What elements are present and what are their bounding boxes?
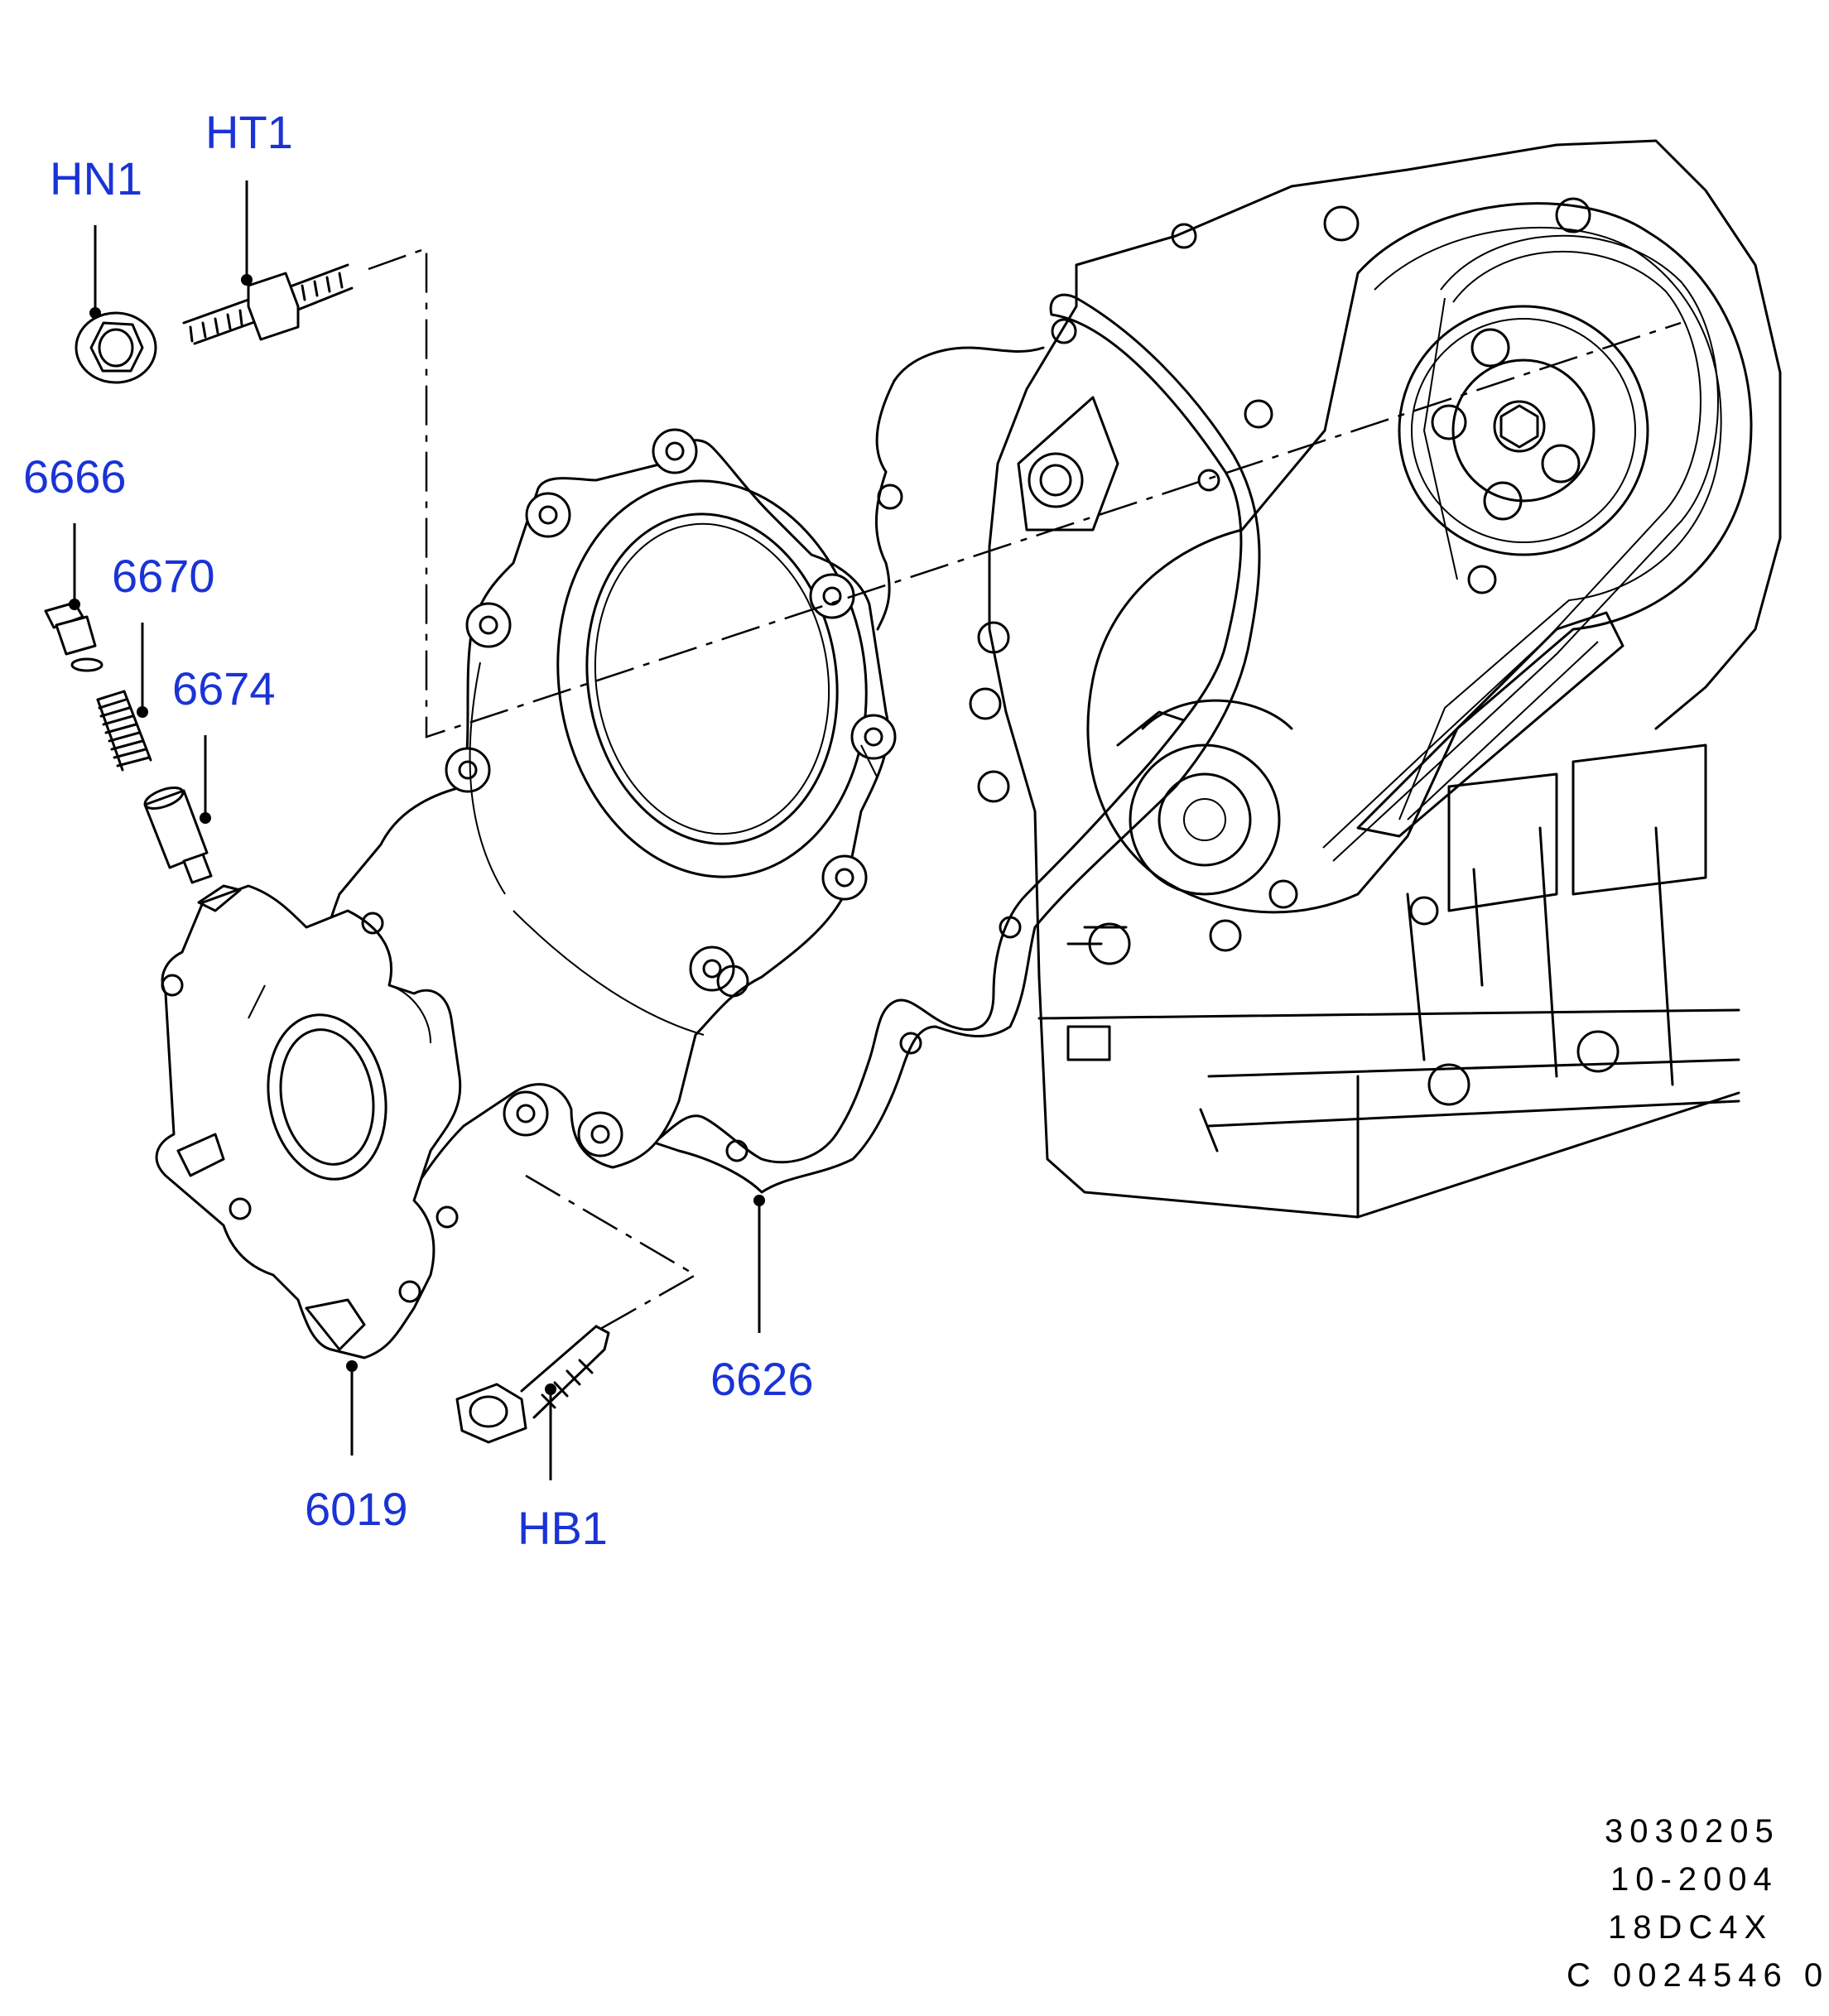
parts-diagram: HN1 HT1 6666 6670 6674 6019 HB1 6626 303… [23,106,1822,1993]
leader-lines [69,180,765,1480]
gasket-6626 [652,293,1261,1194]
bolt-hb1 [455,1325,610,1444]
callout-ht1: HT1 [205,106,293,158]
flange-nut-hn1 [75,311,157,384]
engine-block [969,139,1782,1219]
callout-6674: 6674 [172,662,276,715]
plunger-6674 [143,787,213,884]
callout-6626: 6626 [710,1353,814,1405]
alignment-lines [368,247,1682,1333]
callout-6666: 6666 [23,450,127,503]
reference-line-1: 3030205 [1605,1813,1780,1850]
oil-pump-6019 [155,884,462,1359]
reference-line-4: C 0024546 0 [1567,1957,1829,1994]
callout-hb1: HB1 [517,1502,608,1554]
callout-6670: 6670 [112,550,215,602]
spring-6670 [96,690,152,772]
plug-6666 [44,601,103,672]
reference-line-2: 10-2004 [1610,1861,1778,1898]
callout-6019: 6019 [305,1483,408,1535]
exploded-view-drawing [44,139,1782,1480]
stud-ht1 [182,263,354,345]
callout-hn1: HN1 [50,152,143,204]
reference-line-3: 18DC4X [1608,1909,1774,1946]
